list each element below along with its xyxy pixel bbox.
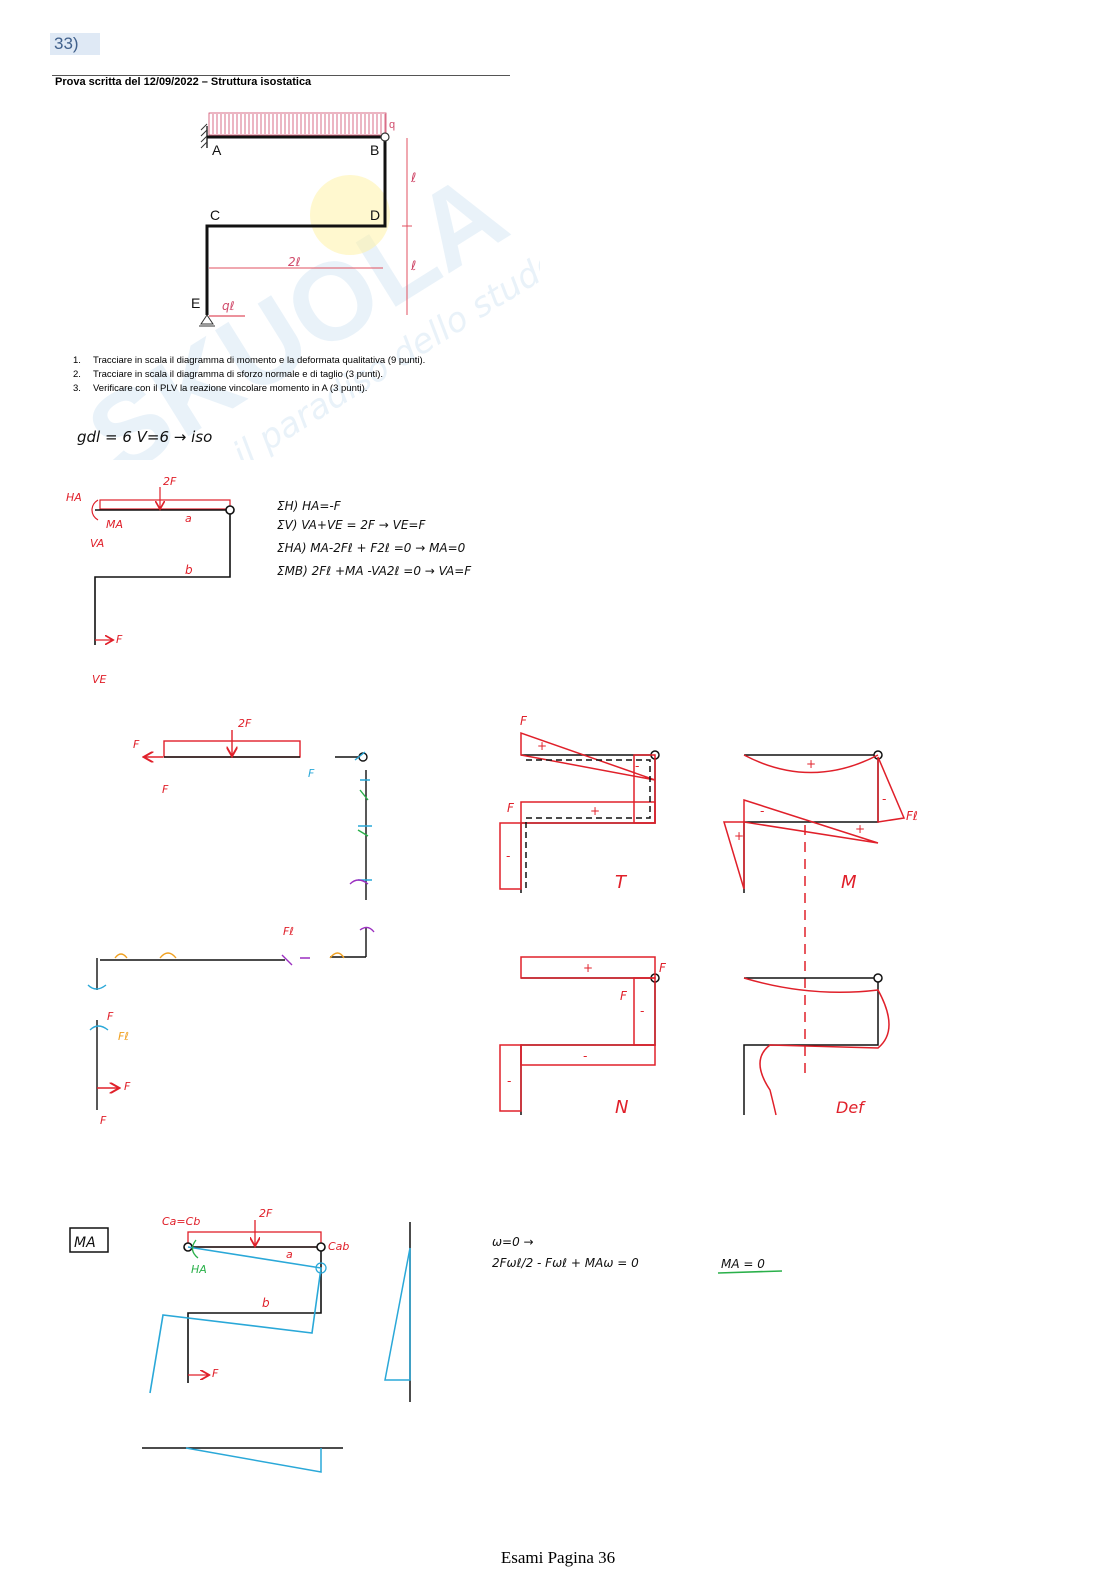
label-ql: qℓ bbox=[222, 299, 235, 313]
label-q: q bbox=[389, 119, 395, 131]
deformed-shape bbox=[743, 973, 890, 1116]
svg-text:-: - bbox=[583, 1049, 587, 1063]
svg-text:-: - bbox=[506, 849, 510, 863]
task-item: 2.Tracciare in scala il diagramma di sfo… bbox=[73, 369, 384, 380]
svg-text:+: + bbox=[734, 829, 744, 843]
svg-text:F: F bbox=[520, 714, 528, 728]
svg-text:F: F bbox=[620, 989, 628, 1003]
svg-text:+: + bbox=[806, 757, 816, 771]
label-l-bottom: ℓ bbox=[410, 259, 416, 274]
equation: ΣH) HA=-F bbox=[277, 499, 342, 513]
reactions-sketch: HA MA VA 2F a b F VE bbox=[66, 475, 235, 686]
shear-diagram bbox=[499, 731, 660, 893]
svg-text:MA: MA bbox=[106, 518, 123, 531]
svg-text:HA: HA bbox=[66, 491, 82, 504]
moment-diagram bbox=[722, 750, 906, 1075]
svg-text:a: a bbox=[185, 512, 192, 525]
plv-labels: Ca=Cb 2F Cab HA a b F bbox=[162, 1207, 349, 1380]
svg-text:-: - bbox=[882, 792, 886, 806]
svg-text:a: a bbox=[286, 1248, 293, 1261]
label-d: D bbox=[370, 207, 380, 223]
svg-text:+: + bbox=[537, 739, 547, 753]
svg-text:2F: 2F bbox=[163, 475, 177, 488]
svg-text:b: b bbox=[185, 563, 193, 577]
svg-text:Fℓ: Fℓ bbox=[283, 925, 294, 938]
distributed-load bbox=[208, 112, 387, 136]
svg-text:b: b bbox=[262, 1296, 270, 1310]
structure-figure: A B C D E q ℓ ℓ 2ℓ qℓ bbox=[191, 112, 416, 327]
svg-text:F: F bbox=[124, 1080, 131, 1093]
label-b: B bbox=[370, 142, 379, 158]
svg-text:F: F bbox=[100, 1114, 107, 1127]
svg-text:HA: HA bbox=[191, 1263, 207, 1276]
svg-text:Ca=Cb: Ca=Cb bbox=[162, 1215, 200, 1228]
svg-text:Fℓ: Fℓ bbox=[118, 1030, 129, 1043]
page-footer: Esami Pagina 36 bbox=[500, 1548, 616, 1567]
svg-text:F: F bbox=[162, 783, 169, 796]
svg-text:-: - bbox=[760, 804, 764, 818]
svg-text:F: F bbox=[308, 767, 315, 780]
svg-text:F: F bbox=[507, 801, 515, 815]
result-underline bbox=[717, 1270, 783, 1274]
svg-text:F: F bbox=[133, 738, 140, 751]
svg-text:VA: VA bbox=[90, 537, 104, 550]
svg-text:F: F bbox=[212, 1367, 219, 1380]
plv-verification: MA bbox=[69, 1220, 411, 1473]
svg-text:2Fωℓ/2 - Fωℓ + MAω = 0: 2Fωℓ/2 - Fωℓ + MAω = 0 bbox=[492, 1256, 639, 1270]
svg-text:2F: 2F bbox=[238, 717, 252, 730]
svg-text:VE: VE bbox=[92, 673, 107, 686]
axial-diagram bbox=[499, 956, 660, 1115]
plv-result: MA = 0 bbox=[721, 1257, 765, 1271]
hinge-b bbox=[380, 132, 390, 142]
svg-text:-: - bbox=[640, 1004, 644, 1018]
svg-text:Cab: Cab bbox=[328, 1240, 349, 1253]
svg-text:MA: MA bbox=[74, 1235, 96, 1251]
free-body-diagrams bbox=[87, 730, 375, 1110]
ma-box bbox=[69, 1227, 109, 1253]
equation: ΣMB) 2Fℓ +MA -VA2ℓ =0 → VA=F bbox=[277, 564, 472, 578]
svg-text:ω=0 →: ω=0 → bbox=[492, 1235, 534, 1249]
task-item: 3.Verificare con il PLV la reazione vinc… bbox=[73, 383, 368, 394]
diagram-title-m: M bbox=[841, 872, 857, 893]
svg-text:-: - bbox=[507, 1074, 511, 1088]
fbd-labels: 2F F F F Fℓ F Fℓ F F bbox=[100, 717, 315, 1127]
title-rule bbox=[52, 75, 510, 76]
moment-signs: + - + - + Fℓ M bbox=[734, 757, 918, 893]
equilibrium-equations: ΣH) HA=-F ΣV) VA+VE = 2F → VE=F ΣHA) MA-… bbox=[277, 499, 472, 578]
shear-signs: F + + - - F T bbox=[506, 714, 639, 893]
plv-equations: ω=0 → 2Fωℓ/2 - Fωℓ + MAω = 0 MA = 0 bbox=[492, 1235, 765, 1271]
svg-text:Fℓ: Fℓ bbox=[906, 809, 918, 823]
task-item: 1.Tracciare in scala il diagramma di mom… bbox=[73, 355, 426, 366]
equation: ΣV) VA+VE = 2F → VE=F bbox=[277, 518, 426, 532]
axial-signs: + F F - - - N bbox=[507, 961, 667, 1118]
task-list: 1.Tracciare in scala il diagramma di mom… bbox=[73, 354, 425, 396]
equation: ΣHA) MA-2Fℓ + F2ℓ =0 → MA=0 bbox=[277, 541, 466, 555]
svg-text:+: + bbox=[583, 961, 593, 975]
diagram-title-def: Def bbox=[836, 1098, 866, 1117]
svg-text:-: - bbox=[635, 759, 639, 773]
exam-title: Prova scritta del 12/09/2022 – Struttura… bbox=[55, 76, 312, 88]
label-a: A bbox=[212, 142, 222, 158]
svg-text:F: F bbox=[659, 961, 667, 975]
svg-text:F: F bbox=[116, 633, 123, 646]
dof-count: gdl = 6 V=6 → iso bbox=[77, 428, 212, 446]
label-c: C bbox=[210, 207, 220, 223]
page-number-badge: 33) bbox=[50, 33, 100, 55]
label-2l: 2ℓ bbox=[288, 255, 301, 269]
svg-text:F: F bbox=[107, 1010, 114, 1023]
diagram-title-n: N bbox=[615, 1097, 628, 1118]
svg-text:+: + bbox=[855, 822, 865, 836]
svg-text:+: + bbox=[590, 804, 600, 818]
svg-text:2F: 2F bbox=[259, 1207, 273, 1220]
label-e: E bbox=[191, 295, 200, 311]
diagram-title-t: T bbox=[615, 872, 628, 893]
label-l-top: ℓ bbox=[410, 171, 416, 186]
